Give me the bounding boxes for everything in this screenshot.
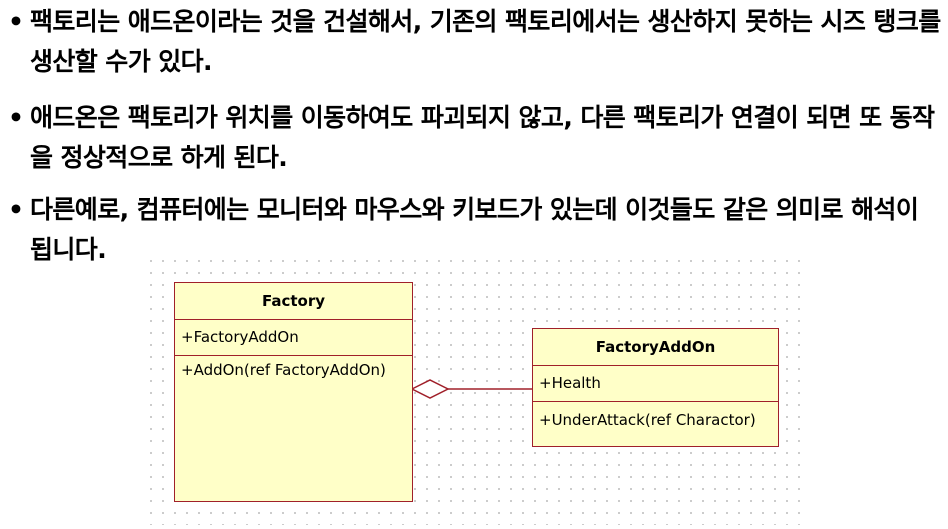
bullet-marker: • [8, 103, 24, 132]
class-operation: +UnderAttack(ref Charactor) [539, 411, 756, 429]
bullet-item: • 팩토리는 애드온이라는 것을 건설해서, 기존의 팩토리에서는 생산하지 못… [8, 2, 943, 82]
class-name: FactoryAddOn [533, 329, 778, 366]
factory-class-box: Factory +FactoryAddOn +AddOn(ref Factory… [174, 282, 413, 502]
bullet-marker: • [8, 195, 24, 224]
class-operation: +AddOn(ref FactoryAddOn) [181, 361, 386, 379]
bullet-text: 다른예로, 컴퓨터에는 모니터와 마우스와 키보드가 있는데 이것들도 같은 의… [30, 195, 919, 264]
bullet-item: • 애드온은 팩토리가 위치를 이동하여도 파괴되지 않고, 다른 팩토리가 연… [8, 98, 943, 178]
bullet-text: 애드온은 팩토리가 위치를 이동하여도 파괴되지 않고, 다른 팩토리가 연결이… [30, 103, 935, 172]
class-name: Factory [175, 283, 412, 320]
bullet-item: • 다른예로, 컴퓨터에는 모니터와 마우스와 키보드가 있는데 이것들도 같은… [8, 190, 943, 270]
class-attribute: +Health [533, 366, 778, 402]
class-attribute: +FactoryAddOn [175, 320, 412, 356]
bullet-marker: • [8, 7, 24, 36]
aggregation-diamond-icon [410, 379, 450, 399]
bullet-text: 팩토리는 애드온이라는 것을 건설해서, 기존의 팩토리에서는 생산하지 못하는… [30, 7, 941, 76]
factory-addon-class-box: FactoryAddOn +Health +UnderAttack(ref Ch… [532, 328, 779, 447]
